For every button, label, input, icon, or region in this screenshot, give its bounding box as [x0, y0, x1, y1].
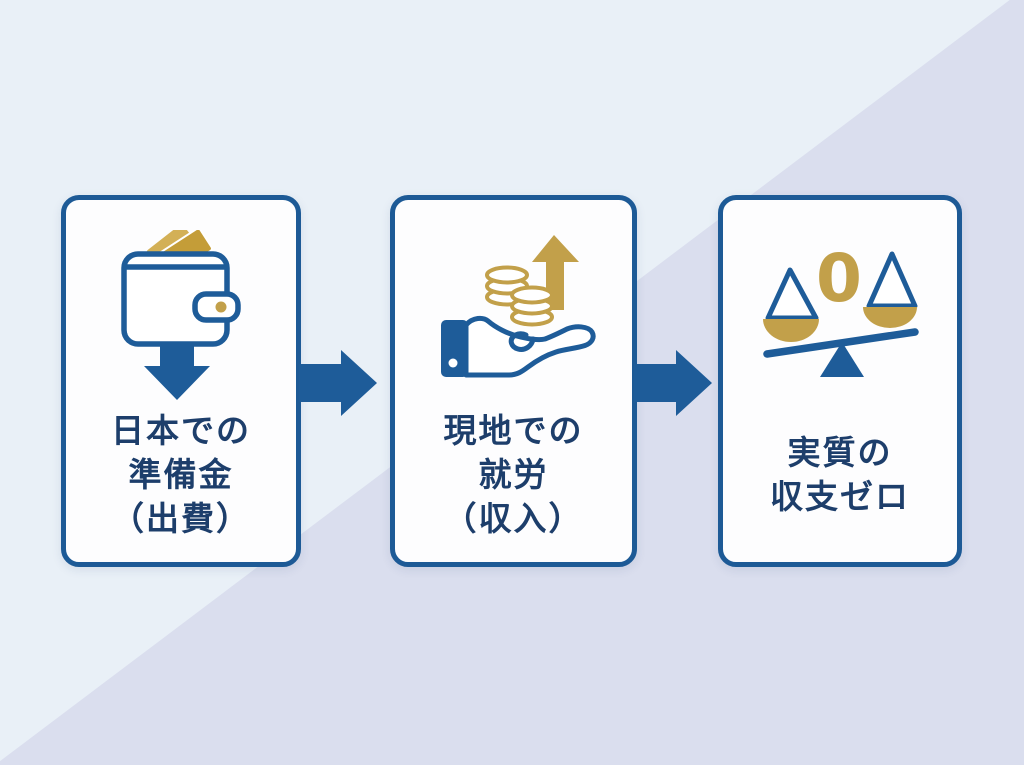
zero-digit: 0 — [816, 249, 862, 317]
up-arrow-icon — [531, 235, 579, 310]
wallet-clasp-button — [215, 301, 227, 313]
step-card-japan-preparation: 日本での 準備金 （出費） — [61, 195, 301, 567]
thumb-curve — [508, 331, 535, 352]
label-line: 日本での — [111, 412, 251, 449]
coin-stack-right — [509, 285, 554, 327]
scale-hanger-left — [765, 267, 819, 321]
label-line: 実質の — [787, 434, 893, 471]
scale-beam — [763, 328, 919, 358]
label-line: （出費） — [111, 500, 251, 537]
cuff-dot — [448, 358, 457, 368]
hand-coins-income-icon — [440, 235, 596, 378]
label-line: 現地での — [443, 412, 584, 449]
wallet-expense-icon — [121, 230, 241, 400]
balance-scale-zero-icon: 0 — [763, 249, 919, 377]
label-line: 収支ゼロ — [770, 478, 910, 515]
flow-arrow-icon — [634, 350, 712, 416]
down-arrow-icon — [144, 334, 210, 400]
step-label: 日本での 準備金 （出費） — [66, 409, 296, 541]
step-card-local-work: 現地での 就労 （収入） — [390, 195, 637, 567]
hand-cuff — [440, 320, 468, 377]
label-line: 準備金 — [128, 456, 234, 493]
scale-pan-left — [763, 319, 819, 342]
step-label: 実質の 収支ゼロ — [723, 431, 957, 519]
flow-arrow-icon — [299, 350, 377, 416]
label-line: 就労 — [478, 456, 549, 493]
scale-pan-right — [863, 307, 917, 328]
scale-fulcrum — [820, 342, 864, 377]
scale-hanger-right — [866, 251, 918, 309]
step-label: 現地での 就労 （収入） — [395, 409, 632, 541]
label-line: （収入） — [443, 500, 584, 537]
step-card-net-zero: 0 実質の 収支ゼロ — [718, 195, 962, 567]
